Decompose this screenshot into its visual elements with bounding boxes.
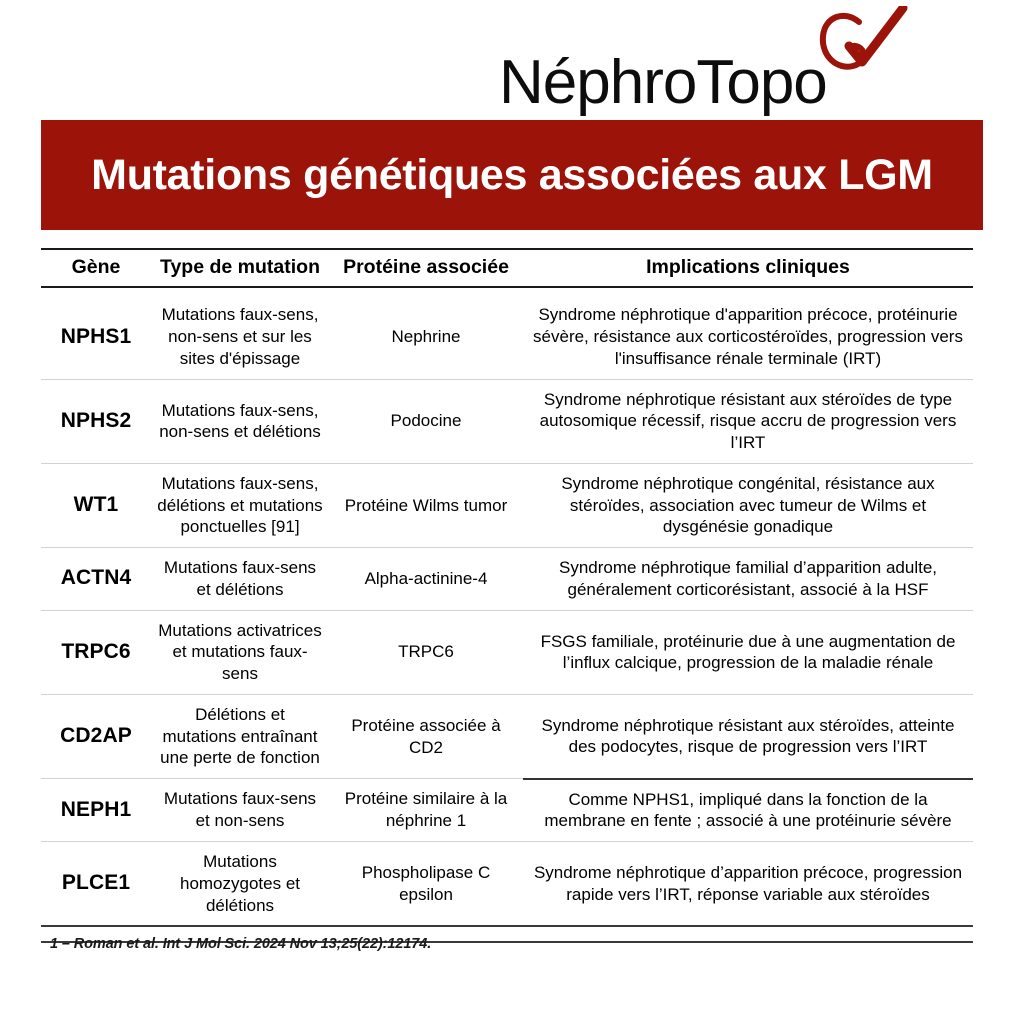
kidney-checkmark-icon [815, 3, 911, 80]
cell-mutation-type: Mutations homozygotes et délétions [151, 841, 329, 928]
cell-clinical: Syndrome néphrotique d'apparition précoc… [523, 287, 973, 380]
cell-mutation-type: Mutations faux-sens et non-sens [151, 778, 329, 843]
cell-gene: PLCE1 [41, 841, 151, 928]
cell-gene: NPHS2 [41, 379, 151, 464]
cell-mutation-type: Mutations faux-sens, non-sens et délétio… [151, 379, 329, 464]
table-header-row: Gène Type de mutation Protéine associée … [41, 247, 973, 289]
cell-clinical: Syndrome néphrotique résistant aux stéro… [523, 379, 973, 464]
cell-gene: CD2AP [41, 694, 151, 780]
cell-protein: Protéine similaire à la néphrine 1 [329, 778, 523, 843]
cell-protein: Podocine [329, 379, 523, 464]
cell-mutation-type: Mutations faux-sens, délétions et mutati… [151, 463, 329, 549]
cell-protein: TRPC6 [329, 610, 523, 695]
cell-gene: NEPH1 [41, 778, 151, 843]
title-banner: Mutations génétiques associées aux LGM [41, 120, 983, 230]
cell-mutation-type: Mutations activatrices et mutations faux… [151, 610, 329, 695]
cell-mutation-type: Délétions et mutations entraînant une pe… [151, 694, 329, 780]
cell-protein: Protéine Wilms tumor [329, 463, 523, 549]
cell-protein: Nephrine [329, 287, 523, 380]
table-header: Gène Type de mutation Protéine associée … [41, 247, 973, 289]
gene-mutations-table: Gène Type de mutation Protéine associée … [41, 247, 973, 928]
cell-gene: TRPC6 [41, 610, 151, 695]
column-header-protein: Protéine associée [329, 247, 523, 289]
cell-clinical: Syndrome néphrotique congénital, résista… [523, 463, 973, 549]
cell-clinical: Syndrome néphrotique d’apparition précoc… [523, 841, 973, 928]
gene-table-container: Gène Type de mutation Protéine associée … [41, 247, 973, 944]
cell-gene: WT1 [41, 463, 151, 549]
cell-gene: ACTN4 [41, 547, 151, 611]
logo-header: NéphroTopo [0, 0, 1024, 118]
cell-mutation-type: Mutations faux-sens, non-sens et sur les… [151, 287, 329, 380]
cell-protein: Alpha-actinine-4 [329, 547, 523, 611]
reference-footnote: 1 – Roman et al. Int J Mol Sci. 2024 Nov… [50, 936, 432, 952]
table-bottom-rule [41, 941, 973, 944]
cell-mutation-type: Mutations faux-sens et délétions [151, 547, 329, 611]
cell-clinical: FSGS familiale, protéinurie due à une au… [523, 610, 973, 695]
cell-gene: NPHS1 [41, 287, 151, 380]
cell-protein: Phospholipase C epsilon [329, 841, 523, 928]
cell-protein: Protéine associée à CD2 [329, 694, 523, 780]
column-header-gene: Gène [41, 247, 151, 289]
cell-clinical: Comme NPHS1, impliqué dans la fonction d… [523, 778, 973, 843]
brand-logo: NéphroTopo [499, 3, 919, 114]
brand-wordmark: NéphroTopo [499, 48, 828, 117]
cell-clinical: Syndrome néphrotique résistant aux stéro… [523, 694, 973, 780]
cell-clinical: Syndrome néphrotique familial d’appariti… [523, 547, 973, 611]
column-header-clinical: Implications cliniques [523, 247, 973, 289]
page-title: Mutations génétiques associées aux LGM [91, 150, 933, 199]
column-header-mutation-type: Type de mutation [151, 247, 329, 289]
